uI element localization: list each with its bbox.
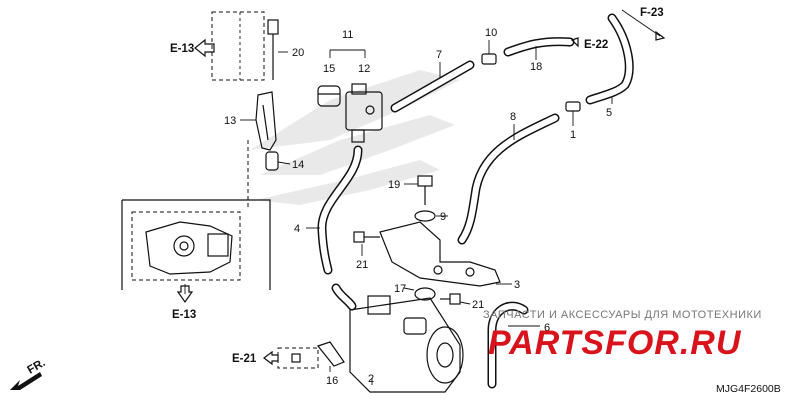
front-direction-arrow [10,372,42,390]
label-7: 7 [436,49,442,61]
label-6: 6 [544,322,550,334]
joint-10 [481,40,497,65]
label-13: 13 [224,115,236,127]
label-3: 3 [514,279,520,291]
diagram-code: MJG4F2600B [716,383,781,395]
hose-18 [503,37,575,60]
ref-e13-bottom: E-13 [172,309,196,321]
ref-e21: E-21 [232,353,257,365]
e21-callout [263,347,319,369]
bolt-21-left [353,231,380,256]
arrow-left-icon [263,350,279,366]
label-21-left: 21 [356,259,368,271]
watermark-logo: PARTSFOR.RU [488,324,742,362]
label-14: 14 [292,159,304,171]
joint-1 [565,101,581,126]
arrow-right-icon [570,37,579,48]
canister-bracket-3 [379,221,512,287]
label-8: 8 [510,111,516,123]
arrow-left-icon [194,38,215,58]
drain-tube-6 [487,301,540,389]
label-20: 20 [292,47,304,59]
label-21-right: 21 [472,299,484,311]
bolt-19 [404,175,433,205]
grommet-14 [265,151,291,171]
direction-label: FR. [26,357,48,377]
watermark-tagline: ЗАПЧАСТИ И АКСЕССУАРЫ ДЛЯ МОТОТЕХНИКИ [483,309,762,321]
clamp-16 [316,341,345,372]
hose-4 [306,145,363,275]
hose-7 [390,60,475,113]
label-11: 11 [342,29,353,41]
label-1: 1 [570,129,576,141]
bracket-13 [240,91,277,151]
hose-5 [585,13,634,105]
label-17: 17 [394,283,406,295]
label-9: 9 [440,211,446,223]
ref-f23: F-23 [640,7,664,19]
label-10: 10 [485,27,497,39]
label-2: 2 [368,373,374,385]
arrow-down-right-icon [655,30,666,41]
rubber-mount-15 [317,85,341,107]
e13-top-callout: E-13 [170,11,265,81]
label-5: 5 [606,107,612,119]
grommet-17 [403,287,436,301]
ref-e22: E-22 [584,39,608,51]
label-12: 12 [358,63,370,75]
label-16: 16 [326,375,338,387]
arrow-down-icon [176,285,194,304]
label-4: 4 [294,223,300,235]
evap-canister-2 [349,295,464,393]
hose-8 [457,113,560,245]
bolt-20 [267,19,288,80]
solenoid-valve-12 [345,83,383,143]
inset-throttle-body [121,199,271,304]
canister-inlet-hose [331,283,357,311]
bolt-21-right [440,293,471,305]
collar-9 [414,210,448,222]
ref-e13-top: E-13 [170,43,194,55]
label-18: 18 [530,61,542,73]
label-19: 19 [388,179,400,191]
label-15: 15 [323,63,335,75]
